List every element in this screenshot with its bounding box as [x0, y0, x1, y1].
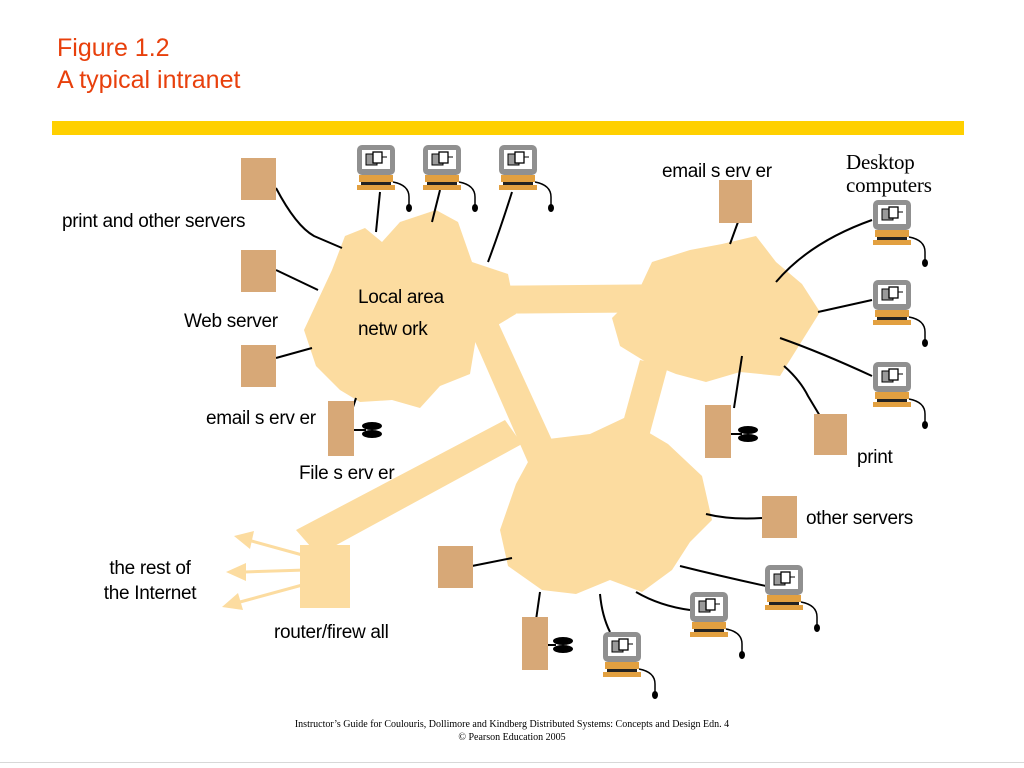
- label-file-server: File s erv er: [299, 463, 395, 484]
- label-local-area-network-line2: netw ork: [358, 319, 428, 340]
- lan-cloud-south: [500, 418, 712, 594]
- label-print-and-other-servers: print and other servers: [62, 211, 246, 232]
- label-email-server-top: email s erv er: [662, 161, 772, 182]
- south-server-box: [438, 546, 473, 588]
- label-desktop-computers-line2: computers: [846, 173, 932, 197]
- lan-clouds: [304, 210, 820, 594]
- cables: [275, 187, 873, 633]
- label-local-area-network-line1: Local area: [358, 287, 444, 308]
- disk-icon: [354, 422, 382, 438]
- label-desktop-computers-line1: Desktop: [846, 150, 915, 174]
- label-web-server: Web server: [184, 311, 278, 332]
- email-server-left-box: [328, 401, 354, 456]
- disk-icon: [731, 426, 758, 442]
- local-area-network-cloud: [304, 210, 516, 408]
- figure-number: Figure 1.2: [57, 34, 170, 62]
- label-rest-of-internet: the rest of the Internet: [88, 556, 212, 606]
- computer-icon: [602, 631, 659, 700]
- computer-icon: [356, 144, 413, 213]
- other-server-box: [241, 250, 276, 292]
- computer-icon: [498, 144, 555, 213]
- web-server-box: [241, 345, 276, 387]
- label-email-server-left: email s erv er: [206, 408, 316, 429]
- computer-icon: [872, 361, 929, 430]
- accent-bar: [52, 121, 964, 135]
- lan-cloud-east: [612, 236, 820, 382]
- internet-arrows: [222, 531, 307, 610]
- disk-icon: [548, 637, 573, 653]
- label-other-servers: other servers: [806, 508, 913, 529]
- label-local-area-network: Local area netw ork: [358, 282, 444, 346]
- footer-divider: [0, 762, 1024, 763]
- email-server-top-box: [719, 180, 752, 223]
- file-server-south-box: [522, 617, 548, 670]
- footer-copyright: © Pearson Education 2005: [458, 732, 566, 743]
- print-server-box: [241, 158, 276, 200]
- disk-icons: [354, 422, 758, 653]
- servers: [241, 158, 847, 670]
- figure-title: Figure 1.2 A typical intranet: [57, 32, 240, 96]
- label-router-firewall: router/firew all: [274, 622, 389, 643]
- computer-icon: [872, 199, 929, 268]
- footer: Instructor’s Guide for Coulouris, Dollim…: [0, 718, 1024, 744]
- label-desktop-computers: Desktop computers: [846, 151, 932, 197]
- file-server-east-box: [705, 405, 731, 458]
- label-rest-of-internet-line1: the rest of: [109, 558, 191, 579]
- label-print: print: [857, 447, 893, 468]
- router-firewall-box: [300, 545, 350, 608]
- computer-icon: [764, 564, 821, 633]
- computer-icon: [422, 144, 479, 213]
- other-servers-box: [762, 496, 797, 538]
- computer-icon: [872, 279, 929, 348]
- computer-icon: [689, 591, 746, 660]
- footer-credit: Instructor’s Guide for Coulouris, Dollim…: [294, 719, 730, 730]
- figure-caption: A typical intranet: [57, 66, 241, 94]
- label-rest-of-internet-line2: the Internet: [103, 583, 197, 604]
- print-server-right-box: [814, 414, 847, 455]
